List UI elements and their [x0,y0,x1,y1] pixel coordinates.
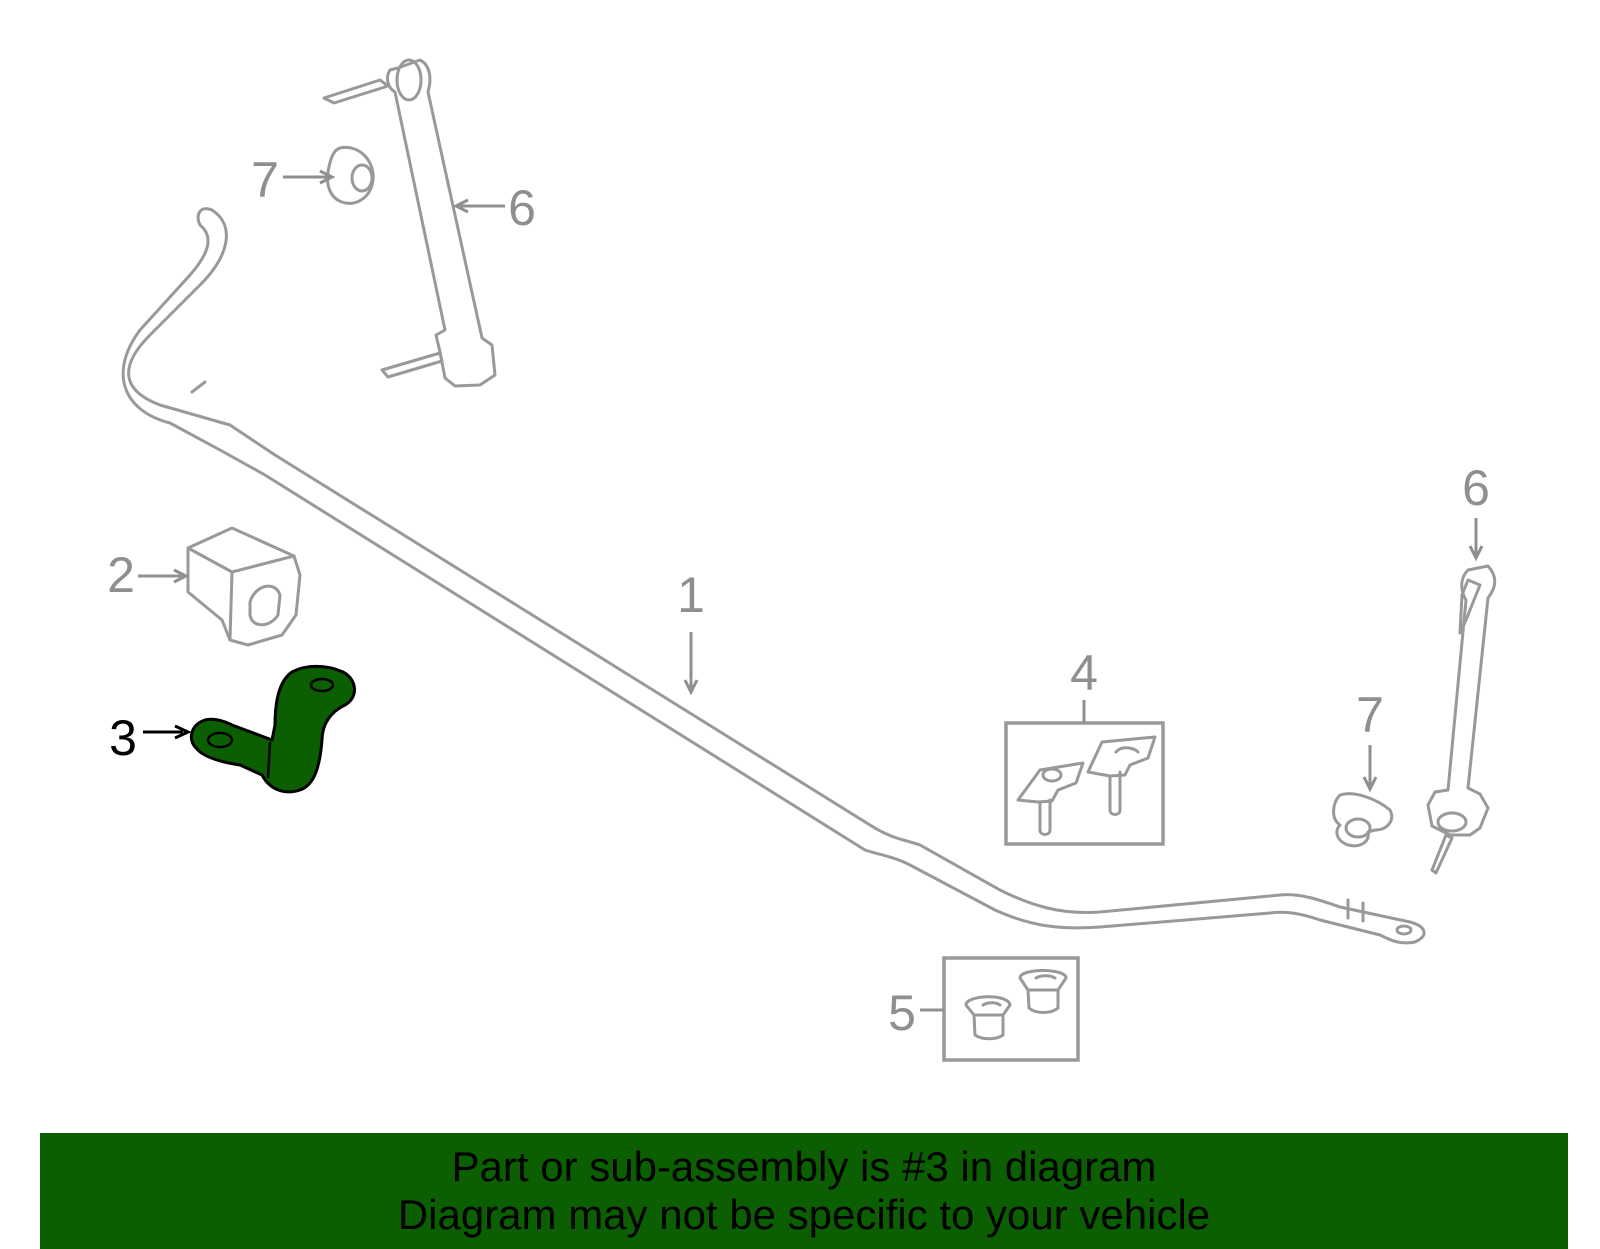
callout-7-right: 7 [1356,687,1384,743]
bracket-highlighted[interactable] [189,664,356,794]
stabilizer-link-top[interactable] [322,58,497,388]
callout-3: 3 [109,710,137,766]
banner-line-disclaimer: Diagram may not be specific to your vehi… [397,1191,1211,1238]
callout-7-top: 7 [251,152,279,208]
bushing[interactable] [186,526,302,647]
info-banner: Part or sub-assembly is #3 in diagram Di… [40,1133,1568,1249]
bolt-kit[interactable] [1004,721,1165,846]
callout-4: 4 [1070,645,1098,701]
stabilizer-link-right[interactable] [1426,564,1497,875]
banner-line-part: Part or sub-assembly is #3 in diagram [451,1143,1157,1190]
nut-right[interactable] [1332,792,1394,848]
callout-leaders [138,169,1484,1012]
callout-5: 5 [888,985,916,1041]
callout-6-right: 6 [1462,460,1490,516]
nut-top[interactable] [326,145,375,205]
callout-6-top: 6 [508,180,536,236]
callout-1: 1 [677,567,705,623]
grommet-kit[interactable] [942,956,1080,1062]
stabilizer-bar[interactable] [121,207,1426,945]
callout-2: 2 [107,547,135,603]
